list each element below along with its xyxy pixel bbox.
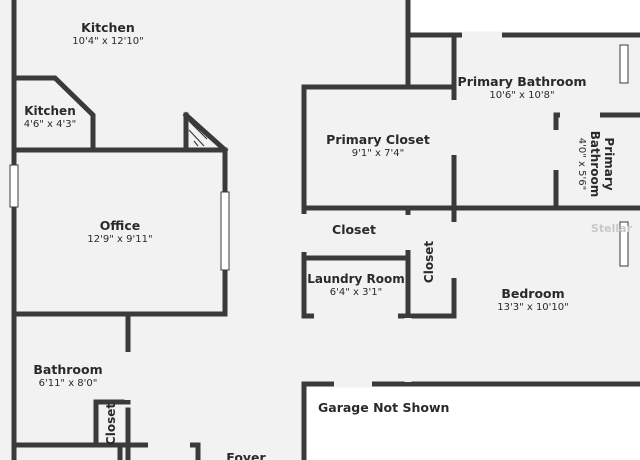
primary-bathroom-small-name: Primary Bathroom [587, 130, 616, 198]
closet-mid-name: Closet [332, 222, 376, 237]
windows [9, 44, 629, 271]
primary-bathroom-label: Primary Bathroom 10'6" x 10'8" [456, 74, 588, 102]
laundry-dim: 6'4" x 3'1" [329, 287, 383, 298]
primary-bathroom-small-dim: 4'0" x 5'6" [576, 137, 588, 191]
bedroom-label: Bedroom 13'3" x 10'10" [478, 286, 588, 314]
primary-closet-dim: 9'1" x 7'4" [351, 147, 405, 159]
foyer-label: Foyer [216, 450, 276, 460]
closet-vert-label: Closet [422, 232, 438, 292]
closet-vert-name: Closet [422, 240, 436, 284]
kitchen-dim: 10'4" x 12'10" [72, 35, 144, 47]
foyer-name: Foyer [226, 450, 266, 460]
primary-closet-name: Primary Closet [326, 132, 430, 147]
closet-mid-label: Closet [318, 222, 390, 238]
office-label: Office 12'9" x 9'11" [70, 218, 170, 246]
primary-bathroom-name: Primary Bathroom [457, 74, 587, 89]
kitchen-small-name: Kitchen [24, 104, 76, 118]
bedroom-dim: 13'3" x 10'10" [497, 301, 569, 313]
garage-name: Garage Not Shown [318, 400, 450, 415]
bathroom-label: Bathroom 6'11" x 8'0" [24, 362, 112, 390]
pantry-hatch [188, 120, 219, 147]
primary-bathroom-dim: 10'6" x 10'8" [489, 89, 555, 101]
primary-bathroom-small-label: Primary Bathroom 4'0" x 5'6" [572, 118, 616, 210]
kitchen-small-label: Kitchen 4'6" x 4'3" [18, 104, 82, 132]
bathroom-name: Bathroom [33, 362, 103, 377]
kitchen-label: Kitchen 10'4" x 12'10" [60, 20, 156, 48]
closet-small-name: Closet [104, 402, 118, 446]
garage-label: Garage Not Shown [318, 400, 450, 416]
watermark: Stellar [590, 222, 632, 235]
primary-closet-label: Primary Closet 9'1" x 7'4" [318, 132, 438, 160]
bedroom-name: Bedroom [501, 286, 565, 301]
office-name: Office [99, 218, 141, 233]
kitchen-name: Kitchen [81, 20, 135, 35]
walls [11, 0, 640, 460]
closet-small-label: Closet [104, 394, 120, 454]
garage-area [304, 384, 640, 460]
office-dim: 12'9" x 9'11" [87, 233, 153, 245]
outside-top-right [408, 0, 640, 35]
bathroom-dim: 6'11" x 8'0" [38, 377, 98, 389]
laundry-label: Laundry Room 6'4" x 3'1" [306, 272, 406, 300]
laundry-name: Laundry Room [307, 272, 405, 286]
kitchen-small-dim: 4'6" x 4'3" [23, 119, 77, 130]
